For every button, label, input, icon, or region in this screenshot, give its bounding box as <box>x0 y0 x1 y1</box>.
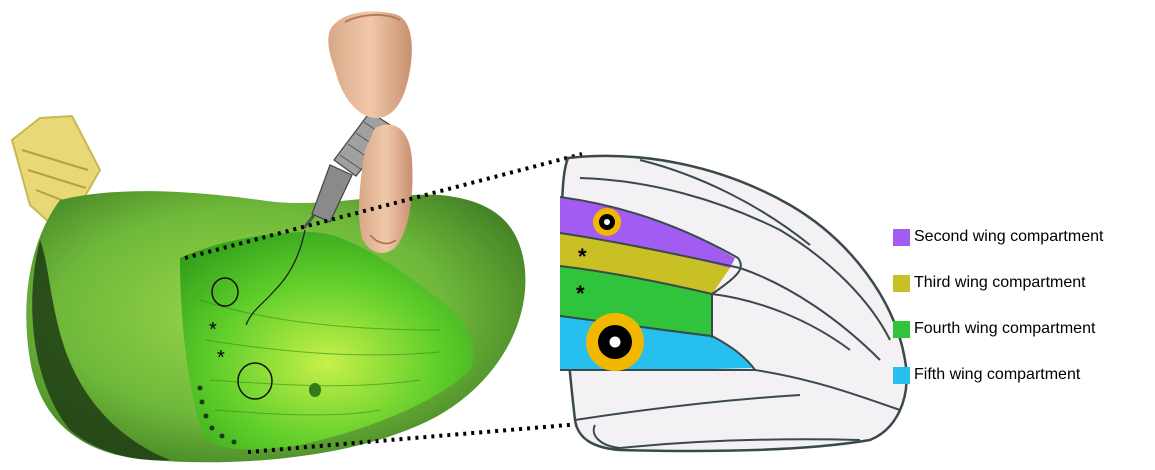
legend-label: Fourth wing compartment <box>914 318 1095 340</box>
legend-label: Third wing compartment <box>914 272 1086 294</box>
legend-label: Second wing compartment <box>914 226 1103 248</box>
butterfly-pupa-icon: * * <box>12 116 525 462</box>
legend-swatch <box>893 321 910 338</box>
legend-item-third: Third wing compartment <box>893 272 1155 318</box>
forewing-sketch-icon: * * <box>560 156 907 451</box>
asterisk-pupa-1: * <box>209 319 217 341</box>
legend-label: Fifth wing compartment <box>914 364 1080 386</box>
legend-swatch <box>893 229 910 246</box>
legend-item-fourth: Fourth wing compartment <box>893 318 1155 364</box>
asterisk-sketch-2: * <box>576 281 585 306</box>
legend-item-second: Second wing compartment <box>893 226 1155 272</box>
legend-item-fifth: Fifth wing compartment <box>893 364 1155 410</box>
compartment-legend: Second wing compartment Third wing compa… <box>893 226 1155 410</box>
asterisk-pupa-2: * <box>217 347 225 369</box>
legend-swatch <box>893 275 910 292</box>
asterisk-sketch-1: * <box>578 244 587 269</box>
legend-swatch <box>893 367 910 384</box>
